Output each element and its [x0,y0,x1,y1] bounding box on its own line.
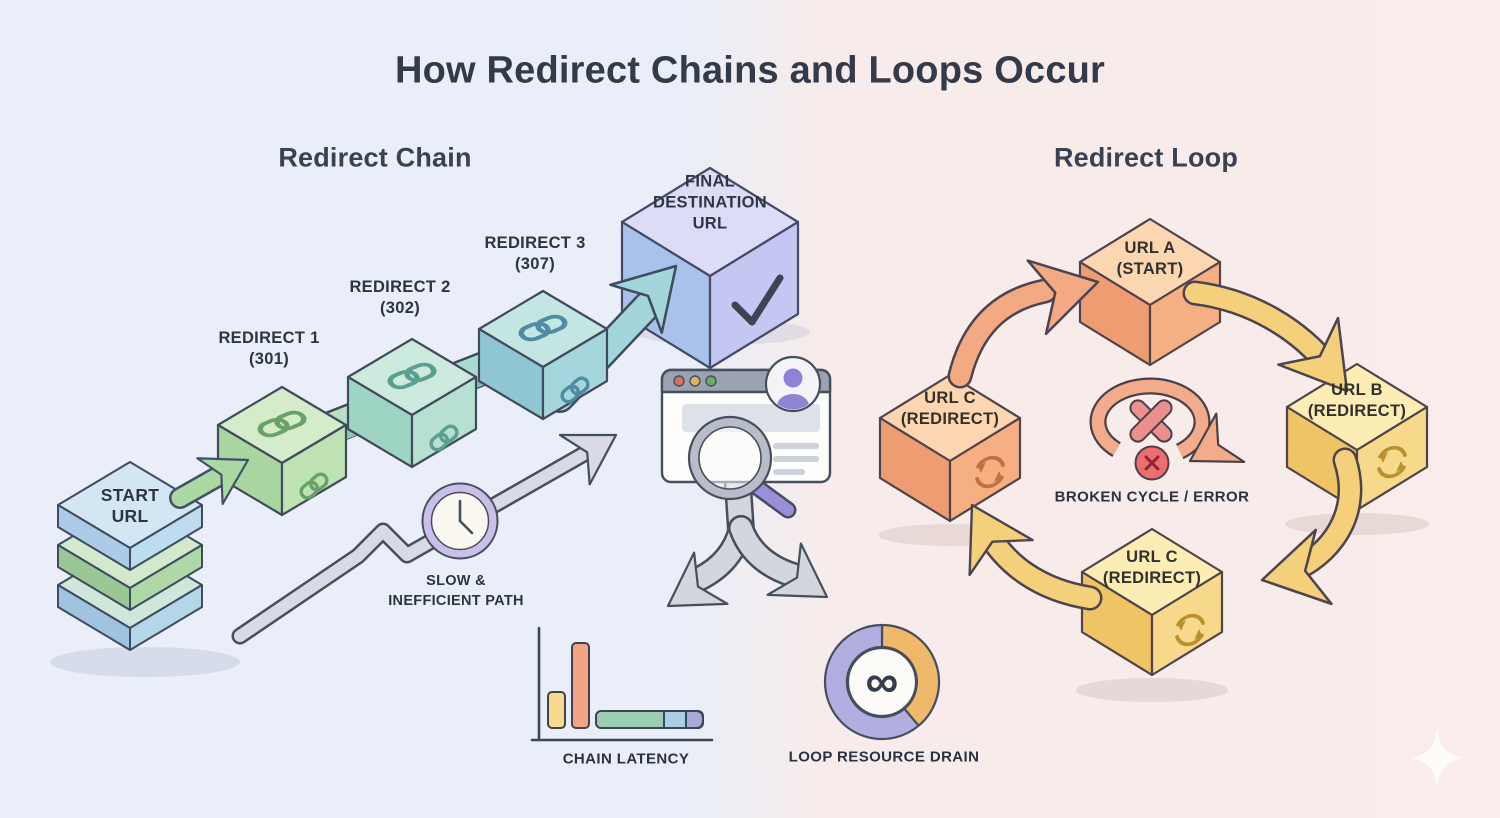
redirect1-label: REDIRECT 1 (301) [218,328,319,370]
x-cross [1129,399,1173,443]
chain-section-heading: Redirect Chain [278,142,472,173]
browser-text-line [773,469,805,475]
browser-dot-red [673,375,685,387]
browser-dot-green [705,375,717,387]
redirect3-label: REDIRECT 3 (307) [484,233,585,275]
bar-hop2 [571,642,590,729]
url-b-line2: (REDIRECT) [1307,402,1407,420]
chain-latency-label: CHAIN LATENCY [562,750,690,768]
start-url-line1: START [100,485,160,505]
final-line3: URL [692,214,728,233]
magnifier-icon [687,415,797,519]
user-avatar [764,355,822,413]
redirect3-name: REDIRECT 3 [484,234,586,252]
redirect1-code: (301) [248,350,290,368]
redirect1-name: REDIRECT 1 [218,329,320,347]
broken-cycle-label: BROKEN CYCLE / ERROR [1054,488,1250,506]
infinity-symbol: ∞ [865,655,899,707]
redirect3-code: (307) [514,255,556,273]
start-to-redirect1-arrow [169,436,262,509]
clock-icon [421,482,499,560]
redirect2-label: REDIRECT 2 (302) [349,277,450,319]
final-line1: FINAL [684,172,736,191]
avatar-head [783,368,803,388]
url-a-cube [1078,217,1222,367]
error-badge [1134,445,1170,481]
url-c-bottom-line2: (REDIRECT) [1102,569,1202,587]
donut-center [846,646,918,718]
browser-audit-illustration [650,355,845,633]
redirect1-cube [216,385,348,517]
url-a-line1: URL A [1124,239,1176,257]
redirect3-cube [477,289,609,421]
redirect2-name: REDIRECT 2 [349,278,451,296]
redirect-loop-diagram [823,217,1462,788]
url-c-left-line1: URL C [924,389,976,407]
url-b-cube [1285,362,1429,512]
url-a-label: URL A (START) [1117,238,1184,280]
redirect2-cube [346,337,478,469]
bar-hop1 [547,691,566,729]
loop-shadow [1076,678,1228,702]
start-url-stack [57,461,203,651]
slow-path-label: SLOW & INEFFICIENT PATH [388,571,524,611]
loop-shadow [1285,513,1429,535]
avatar-shoulders [777,394,809,410]
browser-text-line [773,443,819,449]
loop-arrows [939,244,1379,619]
loop-section-heading: Redirect Loop [1053,142,1239,173]
checkmark-icon [731,274,784,326]
page-title: How Redirect Chains and Loops Occur [394,49,1106,92]
loop-resource-drain-label: LOOP RESOURCE DRAIN [788,748,980,766]
stacked-bar-segment3 [685,710,704,729]
url-c-bottom-label: URL C (REDIRECT) [1103,547,1201,589]
slow-path-line2: INEFFICIENT PATH [388,593,524,609]
final-line2: DESTINATION [653,193,767,212]
url-c-left-cube [878,373,1022,523]
broken-cycle-icon [1089,377,1246,487]
url-c-bottom-line1: URL C [1126,548,1178,566]
url-c-left-line2: (REDIRECT) [900,410,1000,428]
start-url-line2: URL [111,506,149,526]
chain-latency-chart [530,626,714,742]
url-b-label: URL B (REDIRECT) [1308,380,1406,422]
url-b-line1: URL B [1331,381,1383,399]
browser-dot-yellow [689,375,701,387]
start-stack-shadow [50,647,240,677]
redirect2-code: (302) [379,299,421,317]
sparkle-icon [1412,728,1462,788]
browser-text-line [773,456,819,462]
start-url-label: START URL [101,485,160,527]
stacked-bar-segment2 [663,710,687,729]
url-a-line2: (START) [1116,260,1184,278]
slow-path-line1: SLOW & [426,573,486,589]
url-c-left-label: URL C (REDIRECT) [901,388,999,430]
loop-resource-donut [823,623,941,741]
final-destination-label: FINAL DESTINATION URL [653,172,767,235]
chart-axes [530,626,714,742]
redirect-chain-diagram [50,166,845,742]
